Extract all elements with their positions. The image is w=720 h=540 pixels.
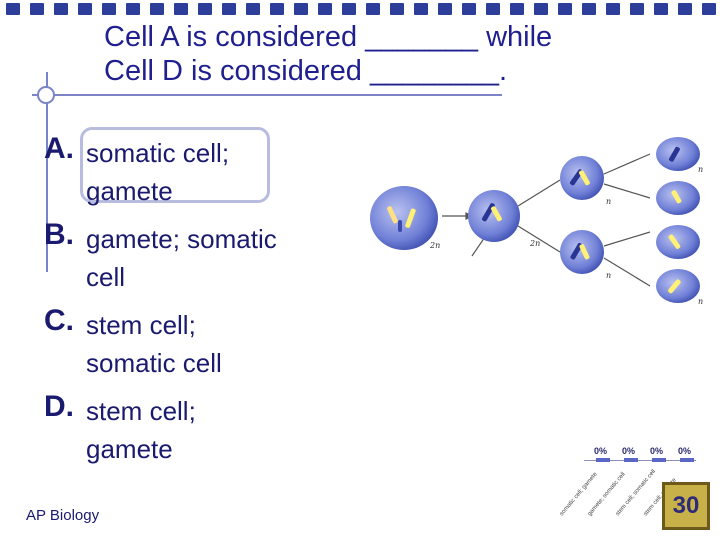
decorative-crosshair-circle [37, 86, 55, 104]
option-c-text: stem cell; somatic cell [86, 306, 222, 382]
timer-value: 30 [672, 492, 700, 519]
option-d-line-1: stem cell; [86, 396, 196, 426]
option-b-line-1: gamete; somatic [86, 224, 277, 254]
band-square [294, 3, 308, 15]
band-square [246, 3, 260, 15]
band-square [198, 3, 212, 15]
meiosis-diagram: 2n 2n n n n n [370, 137, 703, 306]
response-bar [652, 458, 666, 462]
response-percent: 0% [622, 446, 636, 456]
band-square [582, 3, 596, 15]
response-percent: 0% [678, 446, 692, 456]
cell-2n-lower [560, 230, 604, 274]
selected-answer-highlight [80, 127, 270, 203]
countdown-timer: 30 [662, 482, 710, 530]
option-a-text: somatic cell; gamete [86, 134, 229, 210]
cell-n-4 [656, 269, 700, 303]
option-b-text: gamete; somatic cell [86, 220, 277, 296]
response-bar [624, 458, 638, 462]
band-square [126, 3, 140, 15]
option-b-line-2: cell [86, 262, 126, 292]
option-b[interactable]: B. gamete; somatic cell [44, 216, 344, 302]
band-square [366, 3, 380, 15]
label-n-4: n [698, 297, 703, 306]
option-a-line-2: gamete [86, 176, 173, 206]
band-square [462, 3, 476, 15]
band-square [270, 3, 284, 15]
band-square [78, 3, 92, 15]
response-baseline [584, 460, 696, 461]
question-title: Cell A is considered _______ while Cell … [104, 20, 704, 88]
answer-options: A. somatic cell; gamete B. gamete; somat… [44, 130, 344, 474]
label-n-3: n [606, 271, 611, 280]
band-square [102, 3, 116, 15]
band-square [438, 3, 452, 15]
option-b-letter: B. [44, 218, 74, 251]
band-square [606, 3, 620, 15]
option-d-letter: D. [44, 390, 74, 423]
cell-n-2 [656, 181, 700, 215]
question-line-1: Cell A is considered _______ while [104, 21, 553, 53]
response-percent: 0% [650, 446, 664, 456]
band-square [486, 3, 500, 15]
band-square [558, 3, 572, 15]
label-2n-parent: 2n [429, 241, 440, 250]
band-square [510, 3, 524, 15]
band-square [390, 3, 404, 15]
band-square [318, 3, 332, 15]
option-d-line-2: gamete [86, 434, 173, 464]
option-d[interactable]: D. stem cell; gamete [44, 388, 344, 474]
band-square [222, 3, 236, 15]
decorative-vertical-line [46, 72, 48, 272]
cell-n-1 [656, 137, 700, 171]
band-square [30, 3, 44, 15]
option-a-line-1: somatic cell; [86, 138, 230, 168]
question-line-2: Cell D is considered ________. [104, 55, 508, 87]
cell-parent [370, 186, 438, 250]
band-square [174, 3, 188, 15]
option-a-letter: A. [44, 132, 74, 165]
band-square [534, 3, 548, 15]
response-bar [680, 458, 694, 462]
label-n-1: n [606, 197, 611, 206]
option-c[interactable]: C. stem cell; somatic cell [44, 302, 344, 388]
option-c-letter: C. [44, 304, 74, 337]
response-percent: 0% [594, 446, 608, 456]
band-square [342, 3, 356, 15]
band-square [630, 3, 644, 15]
option-c-line-2: somatic cell [86, 348, 222, 378]
course-footer: AP Biology [26, 507, 100, 524]
cell-n-3 [656, 225, 700, 259]
band-square [654, 3, 668, 15]
label-n-2: n [698, 165, 703, 174]
cell-middle [468, 190, 520, 242]
decorative-horizontal-line [32, 94, 502, 96]
option-a[interactable]: A. somatic cell; gamete [44, 130, 344, 216]
option-d-text: stem cell; gamete [86, 392, 196, 468]
cell-2n-upper [560, 156, 604, 200]
band-square [150, 3, 164, 15]
option-c-line-1: stem cell; [86, 310, 196, 340]
band-square [414, 3, 428, 15]
band-square [702, 3, 716, 15]
band-square [6, 3, 20, 15]
label-2n-middle: 2n [529, 239, 540, 248]
top-decorative-band [0, 0, 720, 18]
band-square [678, 3, 692, 15]
response-bar [596, 458, 610, 462]
band-square [54, 3, 68, 15]
